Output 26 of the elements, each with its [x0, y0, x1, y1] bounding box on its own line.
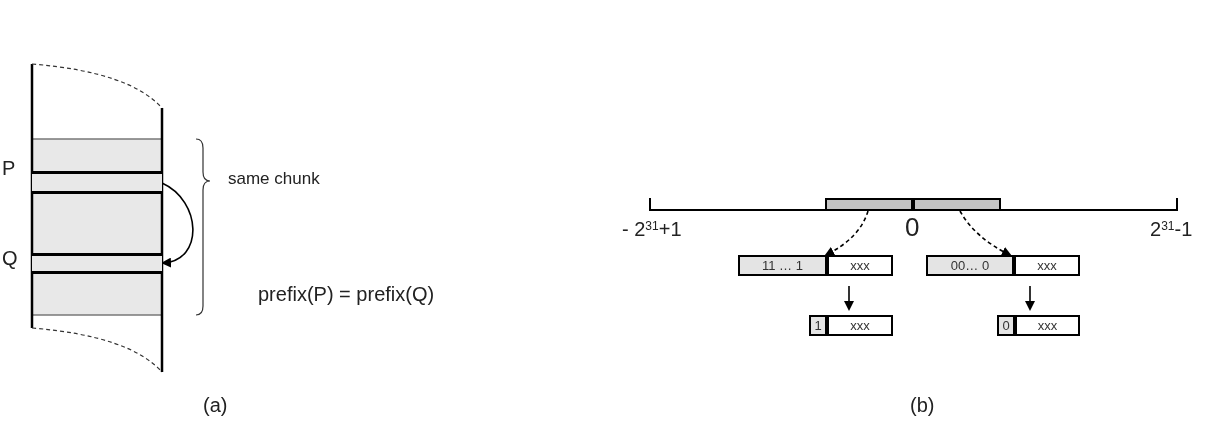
arrow	[959, 210, 1012, 256]
memory-row	[32, 253, 162, 274]
axis-max-label: 2$^{31}$-1	[1150, 219, 1193, 239]
arrow	[844, 285, 854, 311]
bit-cell: xxx	[827, 255, 893, 276]
bit-cell: xxx	[1014, 255, 1080, 276]
equation-text: prefix(P) = prefix(Q)	[258, 284, 435, 304]
bit-cell: 1	[809, 315, 827, 336]
arrow	[824, 210, 869, 256]
bit-cell: 00… 0	[926, 255, 1014, 276]
range-segment	[825, 198, 913, 211]
panel-label: (b)	[910, 395, 935, 415]
bit-cell: xxx	[1015, 315, 1080, 336]
axis-min-label: - 2$^{31}$+1	[622, 219, 682, 239]
axis-zero-label: 0	[905, 214, 920, 240]
bit-cell: 0	[997, 315, 1015, 336]
row-label: P	[2, 158, 16, 178]
memory-row	[32, 171, 162, 194]
bit-cell: 11 … 1	[738, 255, 827, 276]
bit-cell: xxx	[827, 315, 893, 336]
brace-label: same chunk	[228, 170, 320, 187]
range-segment	[913, 198, 1001, 211]
panel-label: (a)	[203, 395, 228, 415]
row-label: Q	[2, 248, 18, 268]
arrow	[161, 182, 194, 267]
arrow	[1025, 285, 1035, 311]
